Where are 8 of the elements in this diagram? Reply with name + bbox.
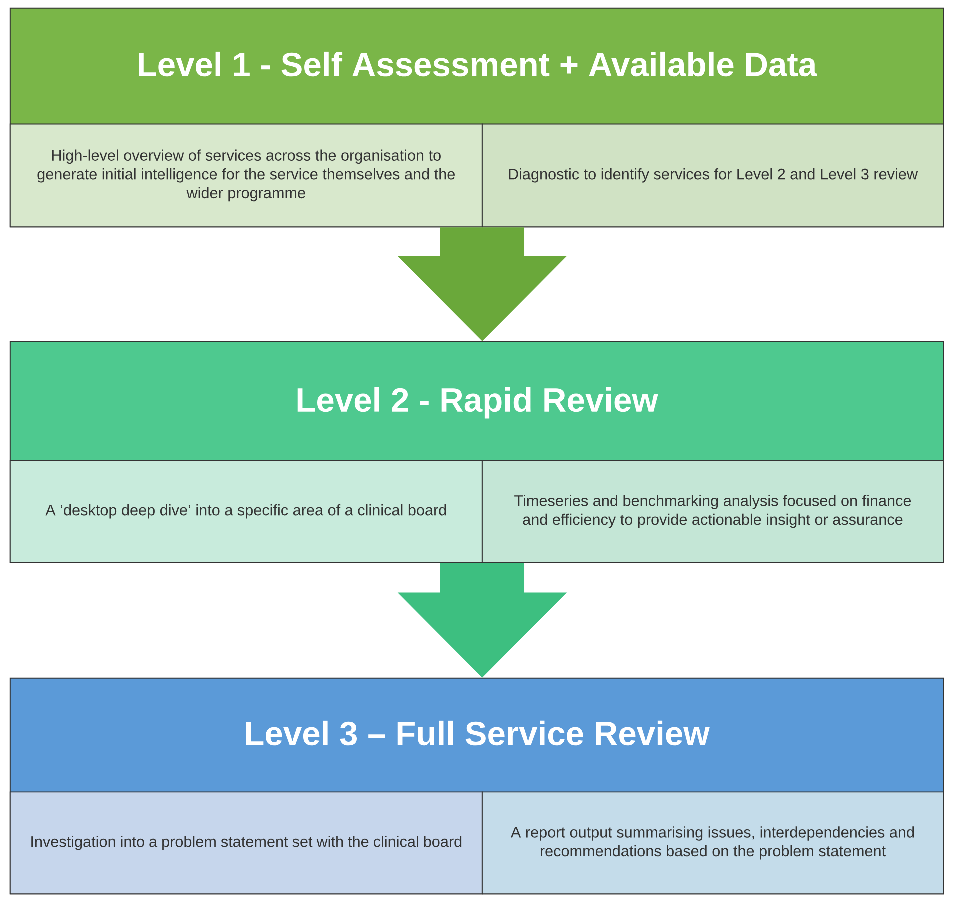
description-box: A ‘desktop deep dive’ into a specific area of a clinical board	[10, 460, 483, 564]
description-box: Diagnostic to identify services for Level 2 and Level 3 review	[482, 124, 944, 228]
description-box: Timeseries and benchmarking analysis focused on finance and efficiency to provide actionable insight or assurance	[482, 460, 944, 564]
description-box: Investigation into a problem statement set with the clinical board	[10, 792, 483, 895]
block-arrow	[398, 563, 568, 678]
description-box: A report output summarising issues, interdependencies and recommendations based on the problem statement	[482, 792, 944, 895]
block-arrow	[398, 228, 568, 342]
description-box: High-level overview of services across the organisation to generate initial intelligence for the service themselves and the wider programme	[10, 124, 483, 228]
